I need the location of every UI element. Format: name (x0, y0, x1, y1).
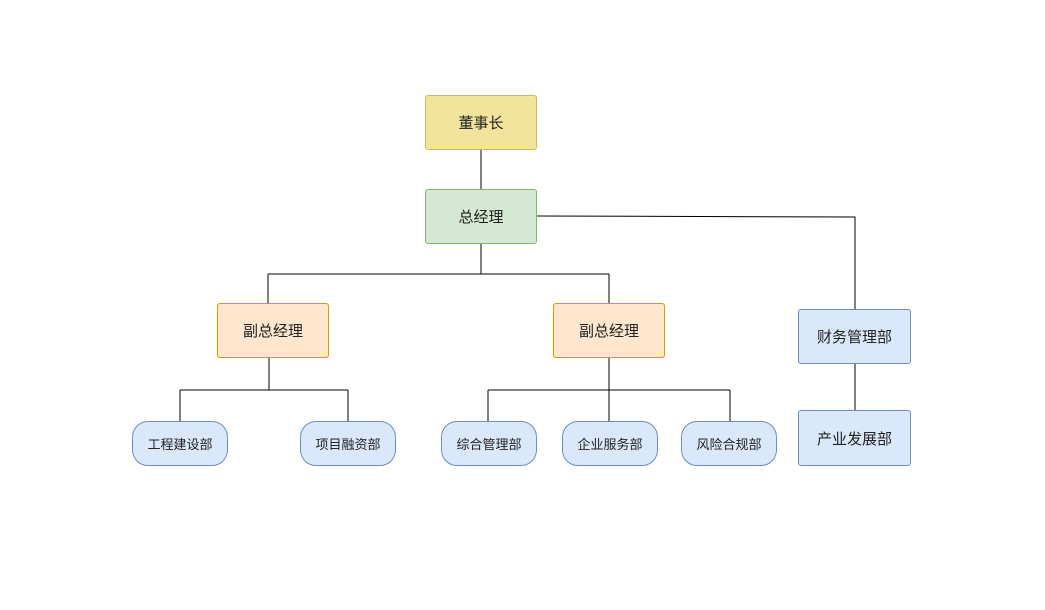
finance-dept-box[interactable]: 财务管理部 (798, 309, 911, 364)
risk-dept-box[interactable]: 风险合规部 (681, 421, 777, 466)
admin-dept-label: 综合管理部 (456, 438, 522, 453)
service-dept-box[interactable]: 企业服务部 (562, 421, 658, 466)
connector-gm-finance (536, 215, 856, 309)
risk-dept-label: 风险合规部 (696, 438, 762, 453)
engineering-dept-label: 工程建设部 (147, 438, 213, 453)
investment-dept-label: 项目融资部 (315, 438, 381, 453)
engineering-dept-box[interactable]: 工程建设部 (132, 421, 228, 466)
investment-dept-box[interactable]: 项目融资部 (300, 421, 396, 466)
admin-dept-box[interactable]: 综合管理部 (441, 421, 537, 466)
deputy-manager-left-box[interactable]: 副总经理 (217, 303, 329, 358)
deputy-manager-left-label: 副总经理 (242, 322, 303, 340)
chairman-label: 董事长 (458, 114, 504, 132)
deputy-manager-right-box[interactable]: 副总经理 (553, 303, 665, 358)
chairman-box[interactable]: 董事长 (425, 95, 537, 150)
industry-dept-label: 产业发展部 (816, 429, 892, 448)
industry-dept-box[interactable]: 产业发展部 (798, 410, 911, 466)
deputy-manager-right-label: 副总经理 (578, 322, 639, 340)
finance-dept-label: 财务管理部 (816, 328, 892, 346)
general-manager-box[interactable]: 总经理 (425, 189, 537, 244)
general-manager-label: 总经理 (458, 208, 504, 226)
service-dept-label: 企业服务部 (577, 438, 643, 453)
